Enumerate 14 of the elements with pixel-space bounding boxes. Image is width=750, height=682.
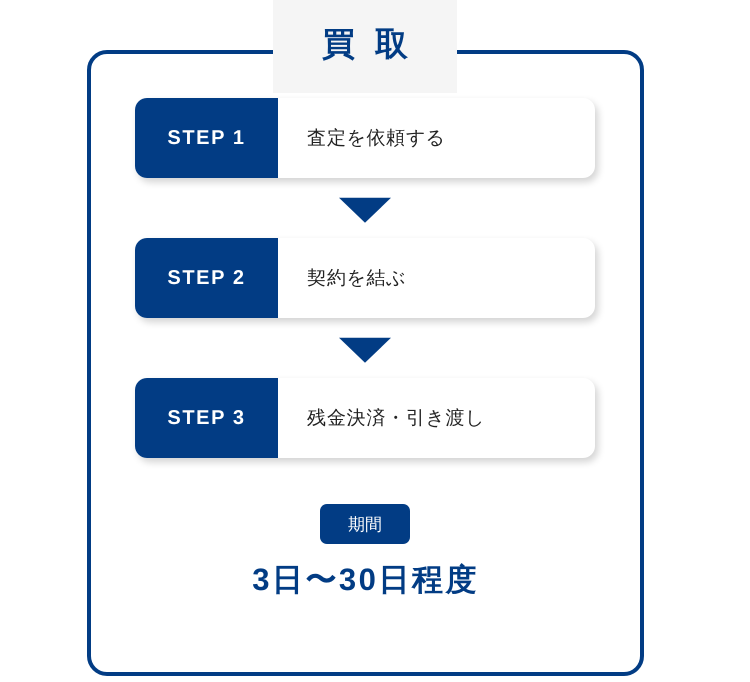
section-title: 買取 [273, 0, 457, 93]
arrow [339, 338, 391, 363]
step-text: 査定を依頼する [306, 127, 446, 151]
step-text: 残金決済・引き渡し [306, 407, 485, 431]
step-number: STEP 2 [135, 238, 278, 318]
period-badge: 期間 [320, 504, 410, 544]
arrow [339, 198, 391, 223]
step-text: 契約を結ぶ [306, 267, 406, 291]
step-card [135, 378, 595, 458]
step-number: STEP 1 [135, 98, 278, 178]
step-card [135, 238, 595, 318]
duration-text: 3日〜30日程度 [251, 561, 480, 599]
step-number: STEP 3 [135, 378, 278, 458]
step-card [135, 98, 595, 178]
